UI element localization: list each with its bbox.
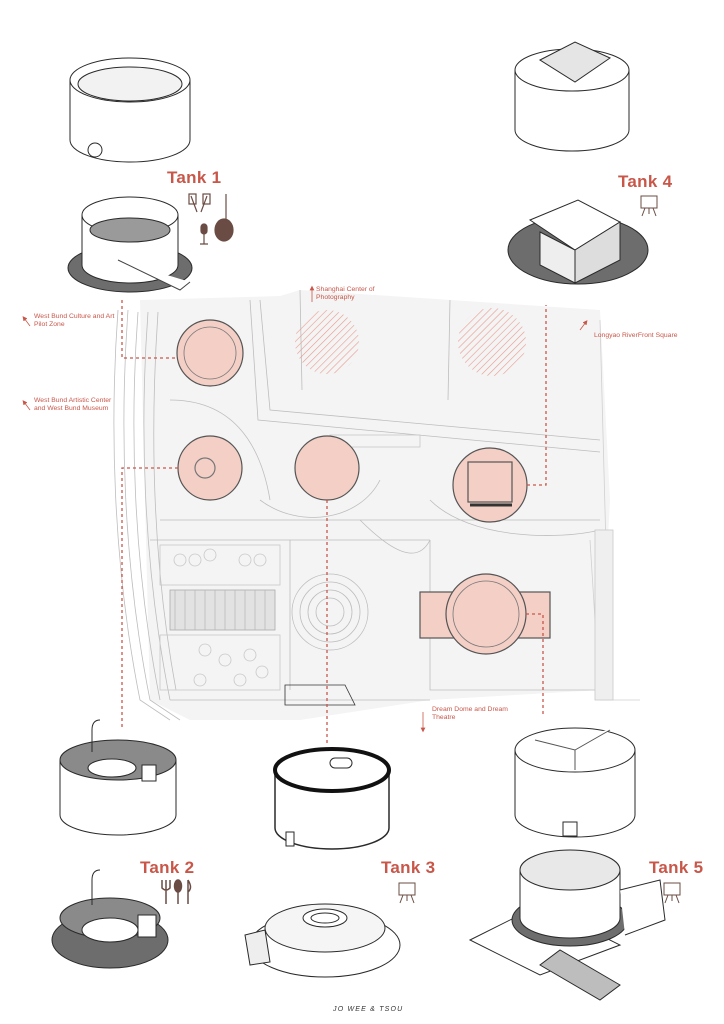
tank3-exterior-axon bbox=[273, 747, 391, 850]
tank3-plan-circle[interactable] bbox=[294, 435, 360, 501]
tank3-title: Tank 3 bbox=[381, 858, 436, 877]
place-label-west-bund-artistic: West Bund Artistic Center and West Bund … bbox=[34, 397, 112, 412]
tank5-title: Tank 5 bbox=[649, 858, 704, 877]
author-credit: JO WEE & TSOU bbox=[333, 1006, 404, 1013]
tank4-title: Tank 4 bbox=[618, 172, 673, 191]
tank1-title: Tank 1 bbox=[167, 168, 222, 187]
place-label-longyao: Longyao RiverFront Square bbox=[594, 332, 678, 339]
tank5-easel-icon bbox=[663, 882, 681, 904]
place-label-dream-dome: Dream Dome and Dream Theatre bbox=[432, 706, 508, 721]
place-label-shanghai-photo: Shanghai Center of Photography bbox=[316, 286, 375, 301]
cheers-icon bbox=[188, 193, 211, 213]
tank4-section-axon bbox=[507, 199, 649, 285]
fork-knife-icon bbox=[161, 879, 192, 904]
tank2-section-axon bbox=[51, 869, 169, 969]
tank1-plan-circle[interactable] bbox=[176, 319, 244, 387]
guitar-icon bbox=[214, 194, 234, 242]
leader-lines bbox=[121, 300, 547, 745]
tank2-program-icons bbox=[161, 879, 192, 904]
direction-arrows bbox=[22, 285, 588, 733]
tank3-section-axon bbox=[244, 903, 401, 978]
tank4-plan-circle[interactable] bbox=[452, 447, 528, 523]
tank2-plan-circle[interactable] bbox=[177, 435, 243, 501]
microphone-icon bbox=[200, 223, 208, 245]
place-label-west-bund-culture: West Bund Culture and Art Pilot Zone bbox=[34, 313, 115, 328]
tank5-exterior-axon bbox=[514, 727, 636, 838]
tank3-easel-icon bbox=[398, 882, 416, 904]
tank5-section-axon bbox=[468, 849, 666, 1001]
tank4-easel-icon bbox=[640, 195, 658, 217]
tank4-exterior-axon bbox=[514, 41, 630, 152]
tank1-program-icons bbox=[188, 193, 234, 245]
tank2-title: Tank 2 bbox=[140, 858, 195, 877]
tank1-exterior-axon bbox=[69, 57, 191, 163]
tank5-plan-circle[interactable] bbox=[445, 573, 527, 655]
tank2-exterior-axon bbox=[59, 719, 177, 836]
tank1-section-axon bbox=[67, 196, 193, 293]
tank-plan-markers bbox=[176, 319, 551, 655]
